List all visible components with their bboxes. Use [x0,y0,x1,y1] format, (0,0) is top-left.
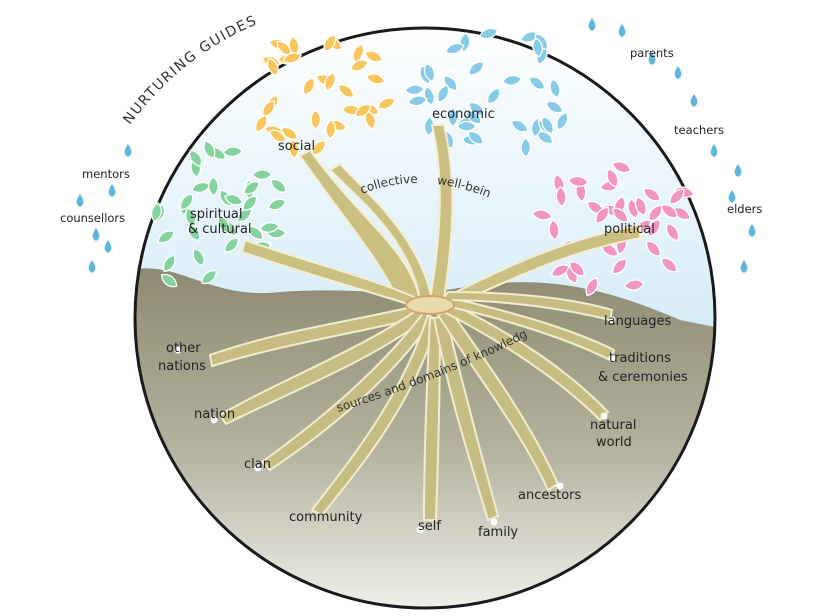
branch-spiritual-label-line2: & cultural [188,222,252,237]
branch-economic-label: economic [432,107,495,122]
rain-drop-icon [618,24,626,37]
root-family-label: family [478,525,518,540]
rain-drop-icon [88,260,96,273]
root-self-label: self [418,519,441,534]
tree-trunk-base [405,295,455,315]
branch-social-label: social [278,139,315,154]
rain-drop-icon [76,194,84,207]
rain-drop-icon [588,18,596,31]
branch-spiritual-label-line1: spiritual [190,207,243,222]
tree-roots [208,290,616,522]
root-traditions-label-line1: traditions [609,351,671,366]
rain-drop-icon [748,224,756,237]
rain-drop-icon [108,184,116,197]
outer-circle [133,26,717,610]
guide-parents: parents [630,46,674,60]
root-traditions-label-line2: & ceremonies [598,370,688,385]
rain-drop-icon [710,144,718,157]
root-natural-world-label-line1: natural [590,418,636,433]
guide-teachers: teachers [674,123,724,137]
root-other-nations-label-line1: other [166,341,201,356]
root-clan-label: clan [244,457,271,472]
guide-counsellors: counsellors [60,211,125,225]
root-ancestors-label: ancestors [518,488,582,503]
tree-branches [240,124,641,308]
guide-mentors: mentors [82,167,130,181]
guide-elders: elders [727,202,762,216]
rain-drop-icon [734,164,742,177]
root-other-nations-label-line2: nations [158,359,206,374]
branch-political-label: political [604,222,655,237]
rain-drops-left [76,144,132,273]
root-tip-dots [174,316,616,534]
rain-drop-icon [92,228,100,241]
rain-drop-icon [674,66,682,79]
rain-drop-icon [740,260,748,273]
rain-drop-icon [124,144,132,157]
root-community-label: community [289,510,363,525]
root-nation-label: nation [194,407,235,422]
rain-drop-icon [104,240,112,253]
root-languages-label: languages [604,314,672,329]
root-natural-world-label-line2: world [596,435,632,450]
rain-drop-icon [690,94,698,107]
